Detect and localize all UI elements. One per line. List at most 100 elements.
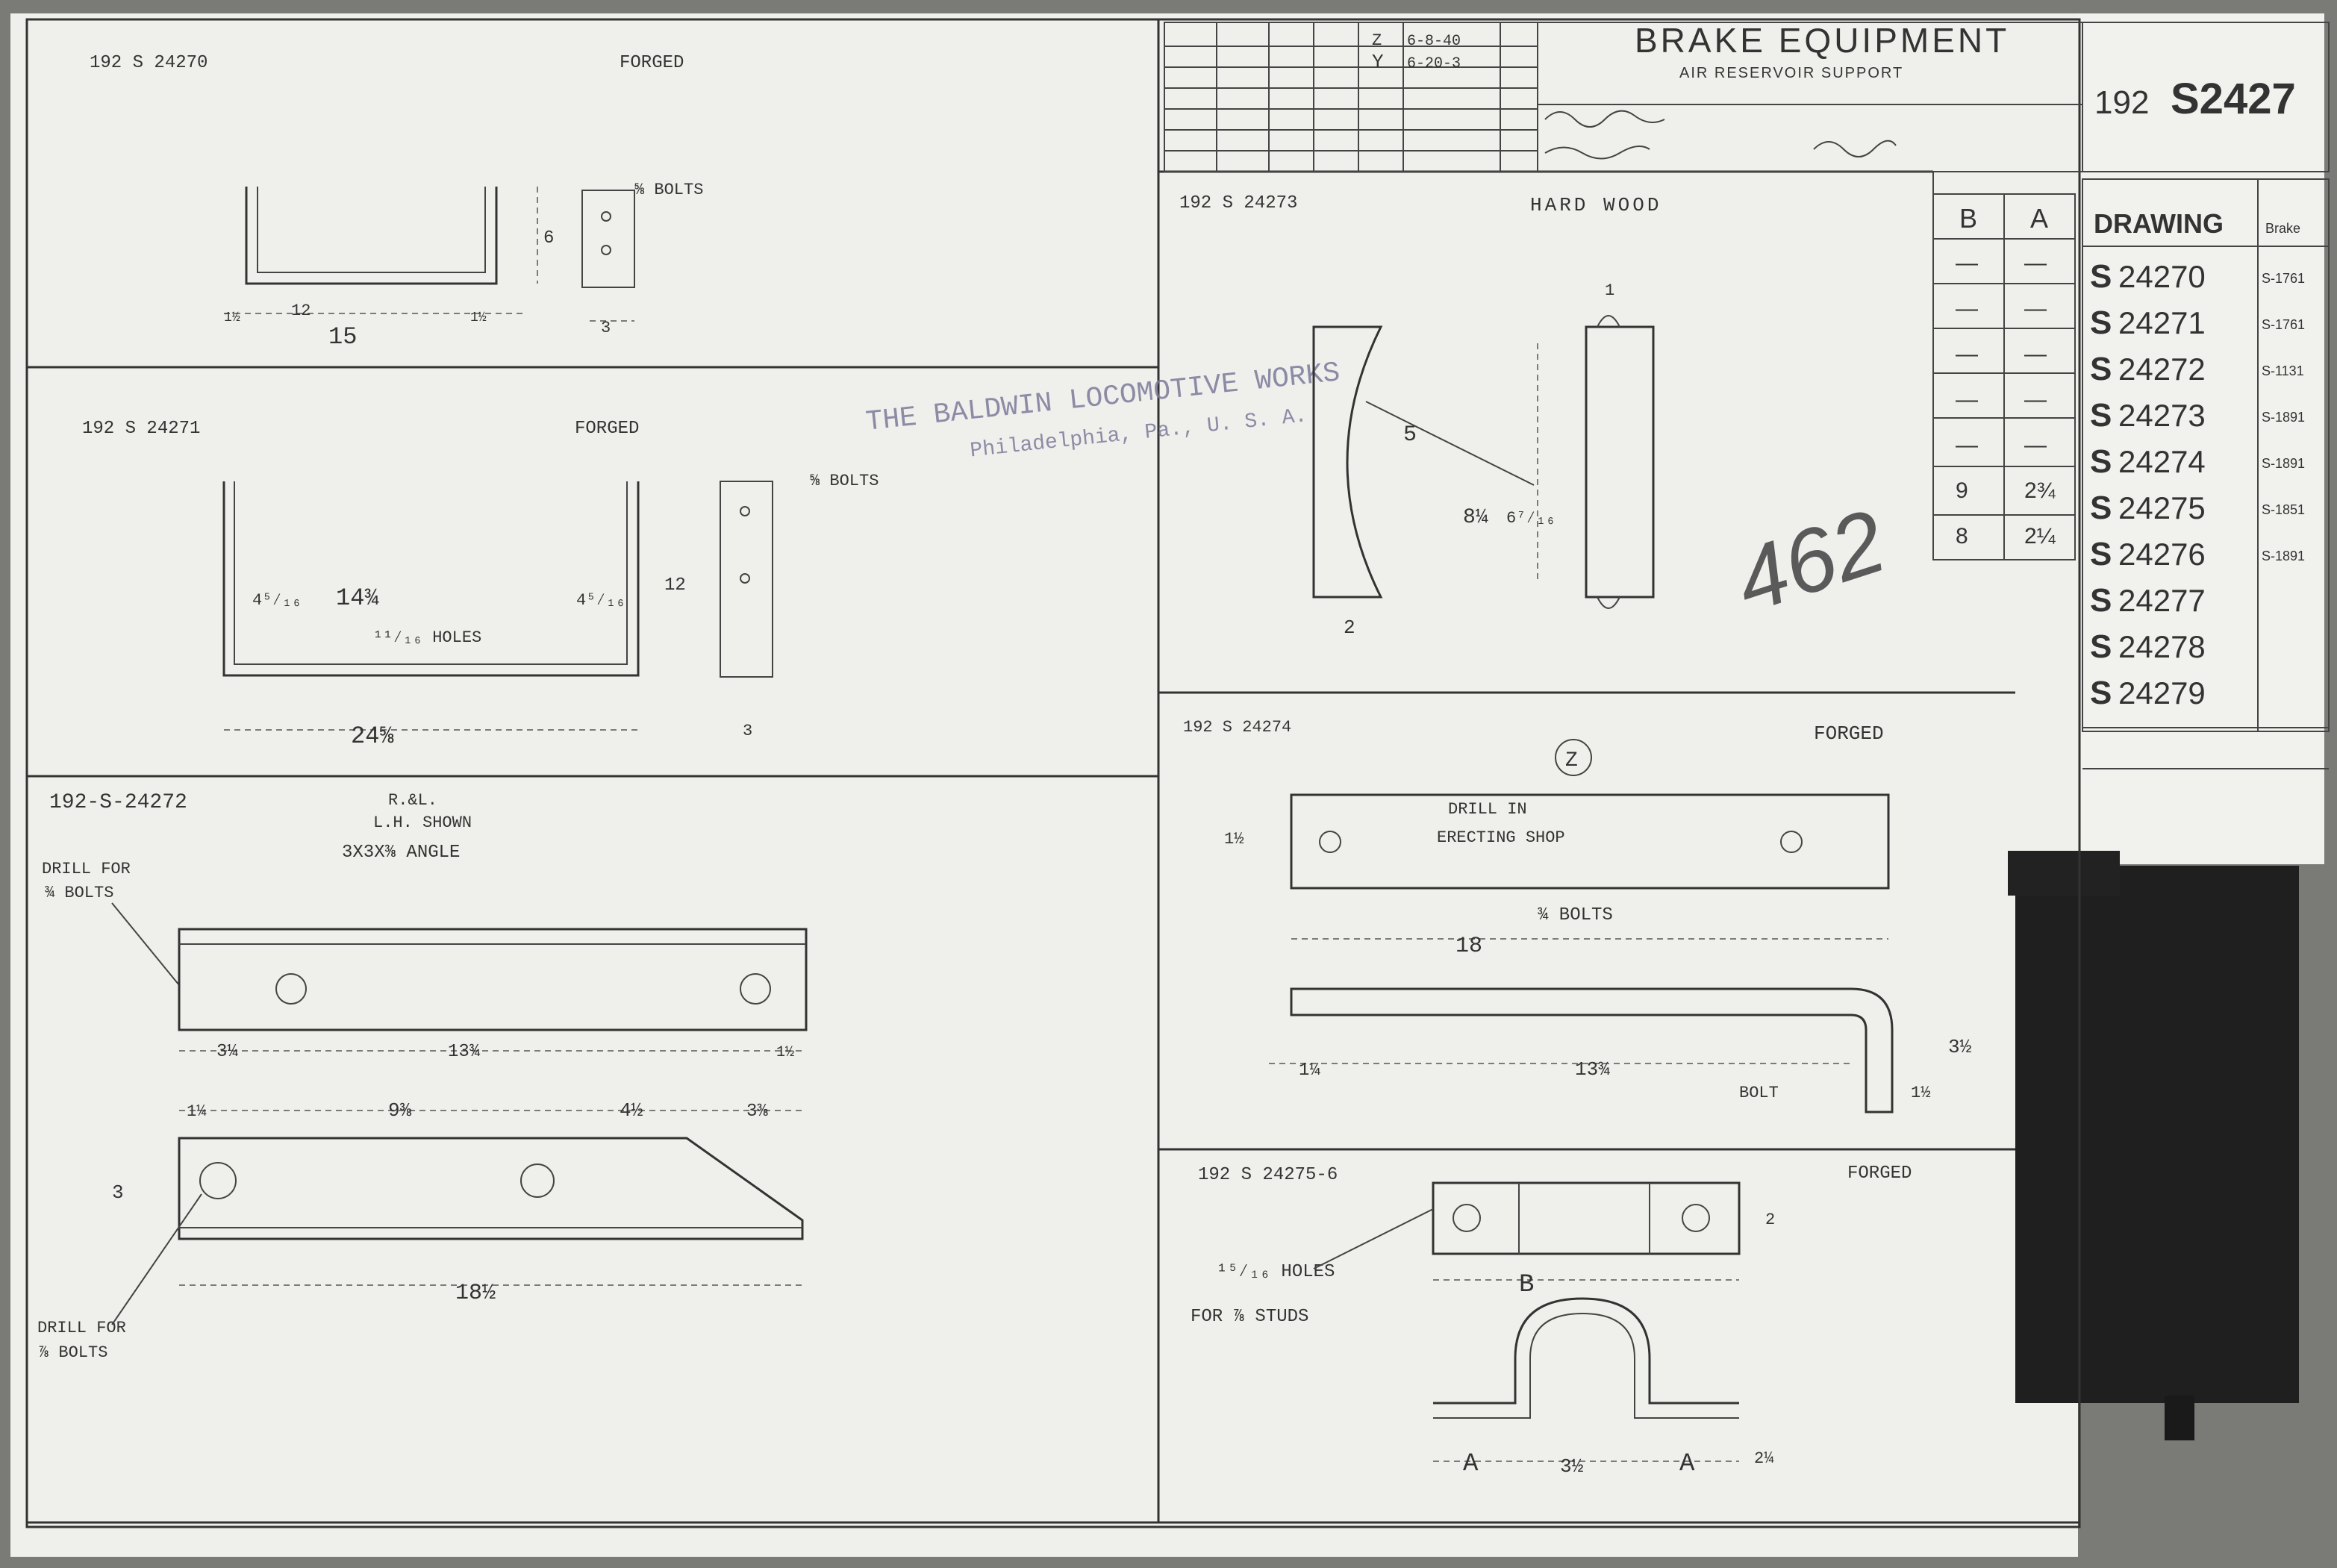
drawing-list-ref: S-1851 [2262,502,2305,517]
ba-header-a: A [2030,203,2048,234]
panel-24275-dim-bar: 2¼ [1754,1449,1774,1468]
panel-borders [25,18,2081,1528]
drawing-title: BRAKE EQUIPMENT [1635,21,2009,60]
panel-24274-bolt2: BOLT [1739,1084,1779,1102]
ba-row-b: 8 [1956,524,1968,549]
signature-scribbles [1544,110,1897,160]
panel-24275-material: FORGED [1847,1163,1912,1184]
panel-24274: 192 S 24274 FORGED Z DRILL IN ERECTING S… [1183,718,1972,1113]
title-paper [2078,13,2324,864]
ba-row-b: — [1956,433,1978,457]
panel-24275-dim-center: 3½ [1560,1455,1584,1478]
panel-24273-dim-radius: 5 [1403,422,1417,448]
drawing-list-prefix: S [2090,628,2112,665]
panel-24274-note2: ERECTING SHOP [1437,828,1565,847]
panel-24275-label-a-right: A [1679,1450,1695,1478]
panel-24272-note2: L.H. SHOWN [373,813,472,832]
panel-24272-drill1: DRILL FOR [42,860,131,878]
drawing-list-ref: S-1891 [2262,410,2305,425]
drawing-list-ref: S-1761 [2262,271,2305,286]
panel-24272-drill2b: ⅞ BOLTS [39,1343,107,1362]
panel-24275-holes2: FOR ⅞ STUDS [1191,1307,1308,1327]
panel-24271-dim-right: 4⁵⁄₁₆ [576,591,625,610]
panel-24272-dim-overall: 18½ [455,1281,496,1306]
panel-24270-dim-12: 12 [291,302,311,320]
panel-24272-dim-f: 4½ [620,1099,643,1122]
drawing-list-prefix: S [2090,675,2112,711]
paper-tag [2165,1396,2194,1440]
panel-24273-id: 192 S 24273 [1179,193,1297,213]
panel-24274-dim-center: 13¾ [1575,1058,1610,1081]
panel-24274-dim-left: 1¼ [1299,1061,1320,1081]
panel-24271-bolts: ⅝ BOLTS [810,472,879,490]
panel-24274-bolts: ¾ BOLTS [1538,905,1613,925]
revision-grid [1164,22,2330,172]
drawing-list-ref: S-1761 [2262,317,2305,332]
ba-row-b: — [1956,251,1978,275]
drawing-list-number: 24276 [2118,537,2206,572]
panel-24272-drill1b: ¾ BOLTS [45,884,113,902]
drawing-number-prefix: 192 [2094,84,2149,121]
panel-24272-dim-c: 1½ [776,1044,794,1061]
drawing-list-ref: S-1891 [2262,549,2305,563]
drawing-list-ref: S-1131 [2262,363,2304,378]
panel-24271-dim-overall: 24⅝ [351,722,394,750]
panel-24273-dim-a: 8¼ [1463,506,1488,529]
drawing-list-prefix: S [2090,582,2112,619]
ba-row-a: — [2024,251,2047,275]
panel-24272-dim-g: 3⅜ [746,1102,768,1122]
handwritten-number: 462 [1723,490,1897,631]
drawing-list-prefix: S [2090,397,2112,434]
panel-24270-dim-width: 3 [601,319,611,337]
ba-row-a: — [2024,342,2047,366]
panel-24270-dim-15: 15 [328,323,357,351]
company-stamp: THE BALDWIN LOCOMOTIVE WORKS Philadelphi… [864,357,1342,463]
panel-24273-dim-b: 6⁷⁄₁₆ [1506,509,1556,528]
ba-row-a: — [2024,433,2047,457]
panel-24272-dim-d: 1¼ [187,1102,207,1121]
panel-24271-dim-left: 4⁵⁄₁₆ [252,591,302,610]
rev-date-z: 6-8-40 [1407,33,1461,50]
panel-24271-id: 192 S 24271 [82,419,200,439]
drawing-list-number: 24275 [2118,490,2206,525]
drawing-subtitle: AIR RESERVOIR SUPPORT [1679,65,1903,81]
panel-24275-id: 192 S 24275-6 [1198,1165,1338,1185]
drawing-list-prefix: S [2090,351,2112,387]
drawing-paper [10,13,2078,1557]
panel-24270-dim-right: 1½ [470,310,487,325]
drawing-list-prefix: S [2090,304,2112,341]
drawing-number: S2427 [2171,75,2296,123]
ba-row-a: 2¼ [2024,524,2056,549]
panel-24272-note3: 3X3X⅜ ANGLE [342,843,460,863]
panel-24274-dim-width: 1½ [1224,830,1244,849]
panel-24273-dim-c: 2 [1344,616,1355,639]
panel-24273: 192 S 24273 HARD WOOD 5 8¼ 6⁷⁄₁₆ 2 1 [1179,193,1659,639]
dark-backing-top [2008,851,2120,896]
ba-row-a: 2¾ [2024,478,2056,503]
ba-row-a: — [2024,296,2047,321]
drawing-list-number: 24277 [2118,583,2206,618]
drawing-list-col2-header: Brake [2265,221,2300,236]
ba-row-a: — [2024,387,2047,412]
panel-24272: 192-S-24272 R.&L. L.H. SHOWN 3X3X⅜ ANGLE… [37,791,808,1362]
panel-24271-holes: ¹¹⁄₁₆ HOLES [373,628,481,647]
drawing-list-prefix: S [2090,258,2112,295]
drawing-list-number: 24272 [2118,352,2206,387]
drawing-list-number: 24278 [2118,629,2206,664]
dark-backing [2015,866,2299,1403]
drawing-list-ref: S-1891 [2262,456,2305,471]
panel-24272-dim-a: 3¼ [216,1042,238,1062]
rev-letter-z: Z [1372,31,1382,50]
panel-24274-circle: Z [1565,749,1578,772]
panel-24273-dim-d: 1 [1605,281,1614,300]
ba-row-b: — [1956,387,1978,412]
panel-24275-holes1: ¹⁵⁄₁₆ HOLES [1217,1262,1335,1282]
panel-24272-dim-height: 3 [112,1181,124,1204]
panel-24270-dim-height: 6 [543,228,554,249]
ba-row-b: 9 [1956,478,1968,503]
panel-24270: 192 S 24270 FORGED ⅝ BOLTS 12 15 1½ 1½ 6… [90,53,703,351]
